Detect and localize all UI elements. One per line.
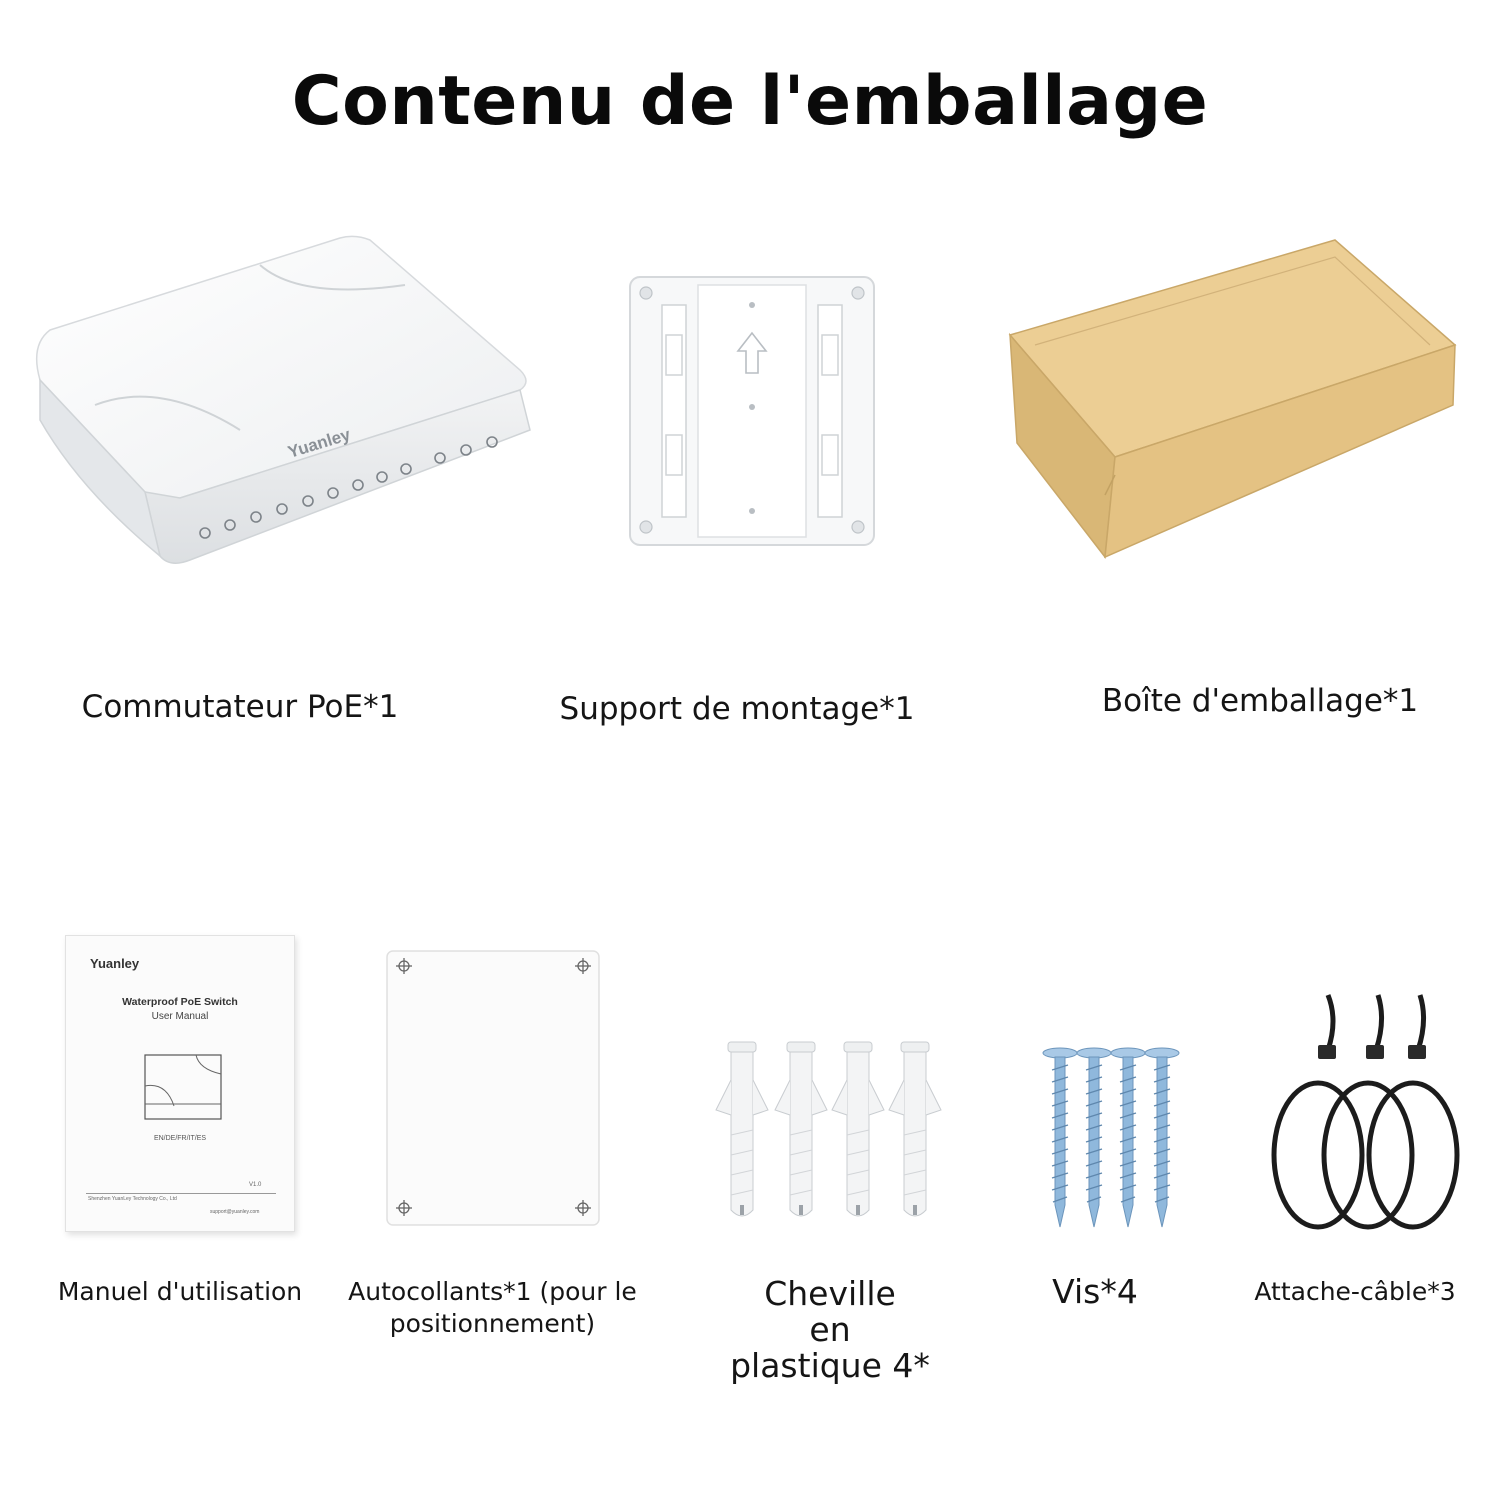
- manual-version: V1.0: [249, 1182, 262, 1188]
- caption-screws: Vis*4: [1052, 1272, 1138, 1311]
- cable-ties-image: [1271, 994, 1460, 1230]
- caption-poe-switch: Commutateur PoE*1: [81, 689, 399, 725]
- manual-languages: EN/DE/FR/IT/ES: [153, 1135, 207, 1142]
- crosshair-icon: [396, 958, 591, 1216]
- screws-image: [1042, 1047, 1180, 1228]
- caption-user-manual: Manuel d'utilisation: [57, 1277, 303, 1306]
- mounting-bracket-image: [629, 276, 875, 546]
- caption-mounting-bracket: Support de montage*1: [559, 691, 915, 727]
- arrow-up-icon: [736, 331, 768, 374]
- positioning-sticker-image: [386, 950, 600, 1226]
- caption-packaging-box: Boîte d'emballage*1: [1101, 683, 1419, 719]
- manual-device-sketch: [144, 1054, 222, 1120]
- caption-cable-ties: Attache-câble*3: [1254, 1277, 1456, 1306]
- manual-brand: Yuanley: [90, 956, 140, 971]
- poe-switch-image: Yuanley: [35, 235, 531, 564]
- plastic-anchors-image: [715, 1041, 942, 1217]
- caption-stickers: Autocollants*1 (pour le positionnement): [348, 1277, 637, 1338]
- packaging-box-image: [1008, 239, 1457, 559]
- manual-subtitle: User Manual: [151, 1011, 209, 1022]
- manual-company: Shenzhen YuanLey Technology Co., Ltd: [88, 1196, 177, 1202]
- manual-support: support@yuanley.com: [210, 1209, 260, 1215]
- caption-plastic-anchors: Cheville en plastique 4*: [730, 1274, 930, 1385]
- page-title: Contenu de l'emballage: [291, 62, 1209, 141]
- manual-product-title: Waterproof PoE Switch: [122, 996, 238, 1008]
- user-manual-image: Yuanley Waterproof PoE Switch User Manua…: [65, 935, 295, 1232]
